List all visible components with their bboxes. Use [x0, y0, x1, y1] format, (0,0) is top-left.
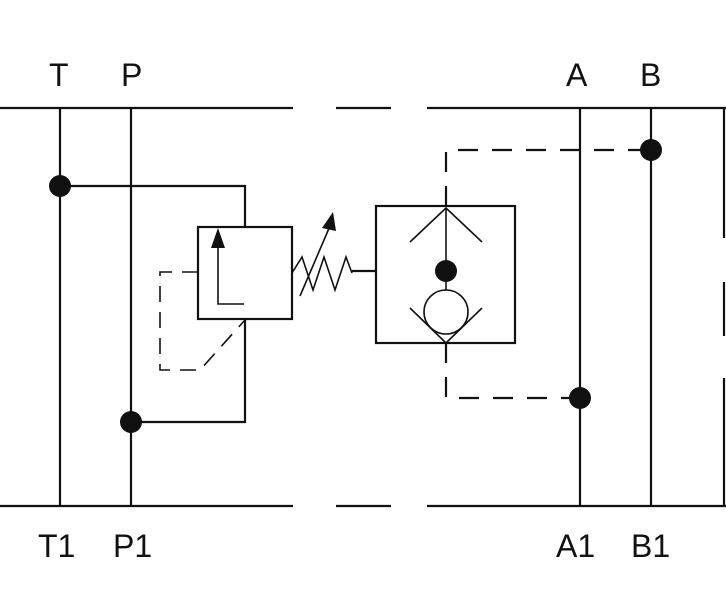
- junction-dot-p: [120, 411, 142, 433]
- port-label-t1: T1: [38, 528, 75, 564]
- relief-pilot-line: [159, 271, 246, 371]
- junction-dot-a: [569, 387, 591, 409]
- relief-flow-arrow-icon: [211, 228, 225, 248]
- tank-return-line: [60, 184, 247, 227]
- port-label-b1: B1: [631, 528, 670, 564]
- junction-dot-b: [640, 139, 662, 161]
- port-label-p: P: [121, 57, 142, 93]
- adjustable-spring-icon: [291, 212, 353, 297]
- port-label-p1: P1: [113, 528, 152, 564]
- pilot-line-bottom: [444, 343, 580, 400]
- junction-dot-pilot: [435, 260, 457, 282]
- check-ball-icon: [423, 289, 469, 335]
- junction-dot-t: [49, 175, 71, 197]
- port-label-t: T: [49, 57, 69, 93]
- relief-valve-body: [196, 225, 294, 321]
- port-label-a: A: [566, 57, 588, 93]
- relief-flow-path: [217, 246, 244, 305]
- port-label-b: B: [640, 57, 661, 93]
- pressure-supply-line: [131, 319, 247, 424]
- pilot-line-top: [444, 148, 651, 206]
- port-label-a1: A1: [556, 528, 595, 564]
- relief-valve: [159, 225, 294, 371]
